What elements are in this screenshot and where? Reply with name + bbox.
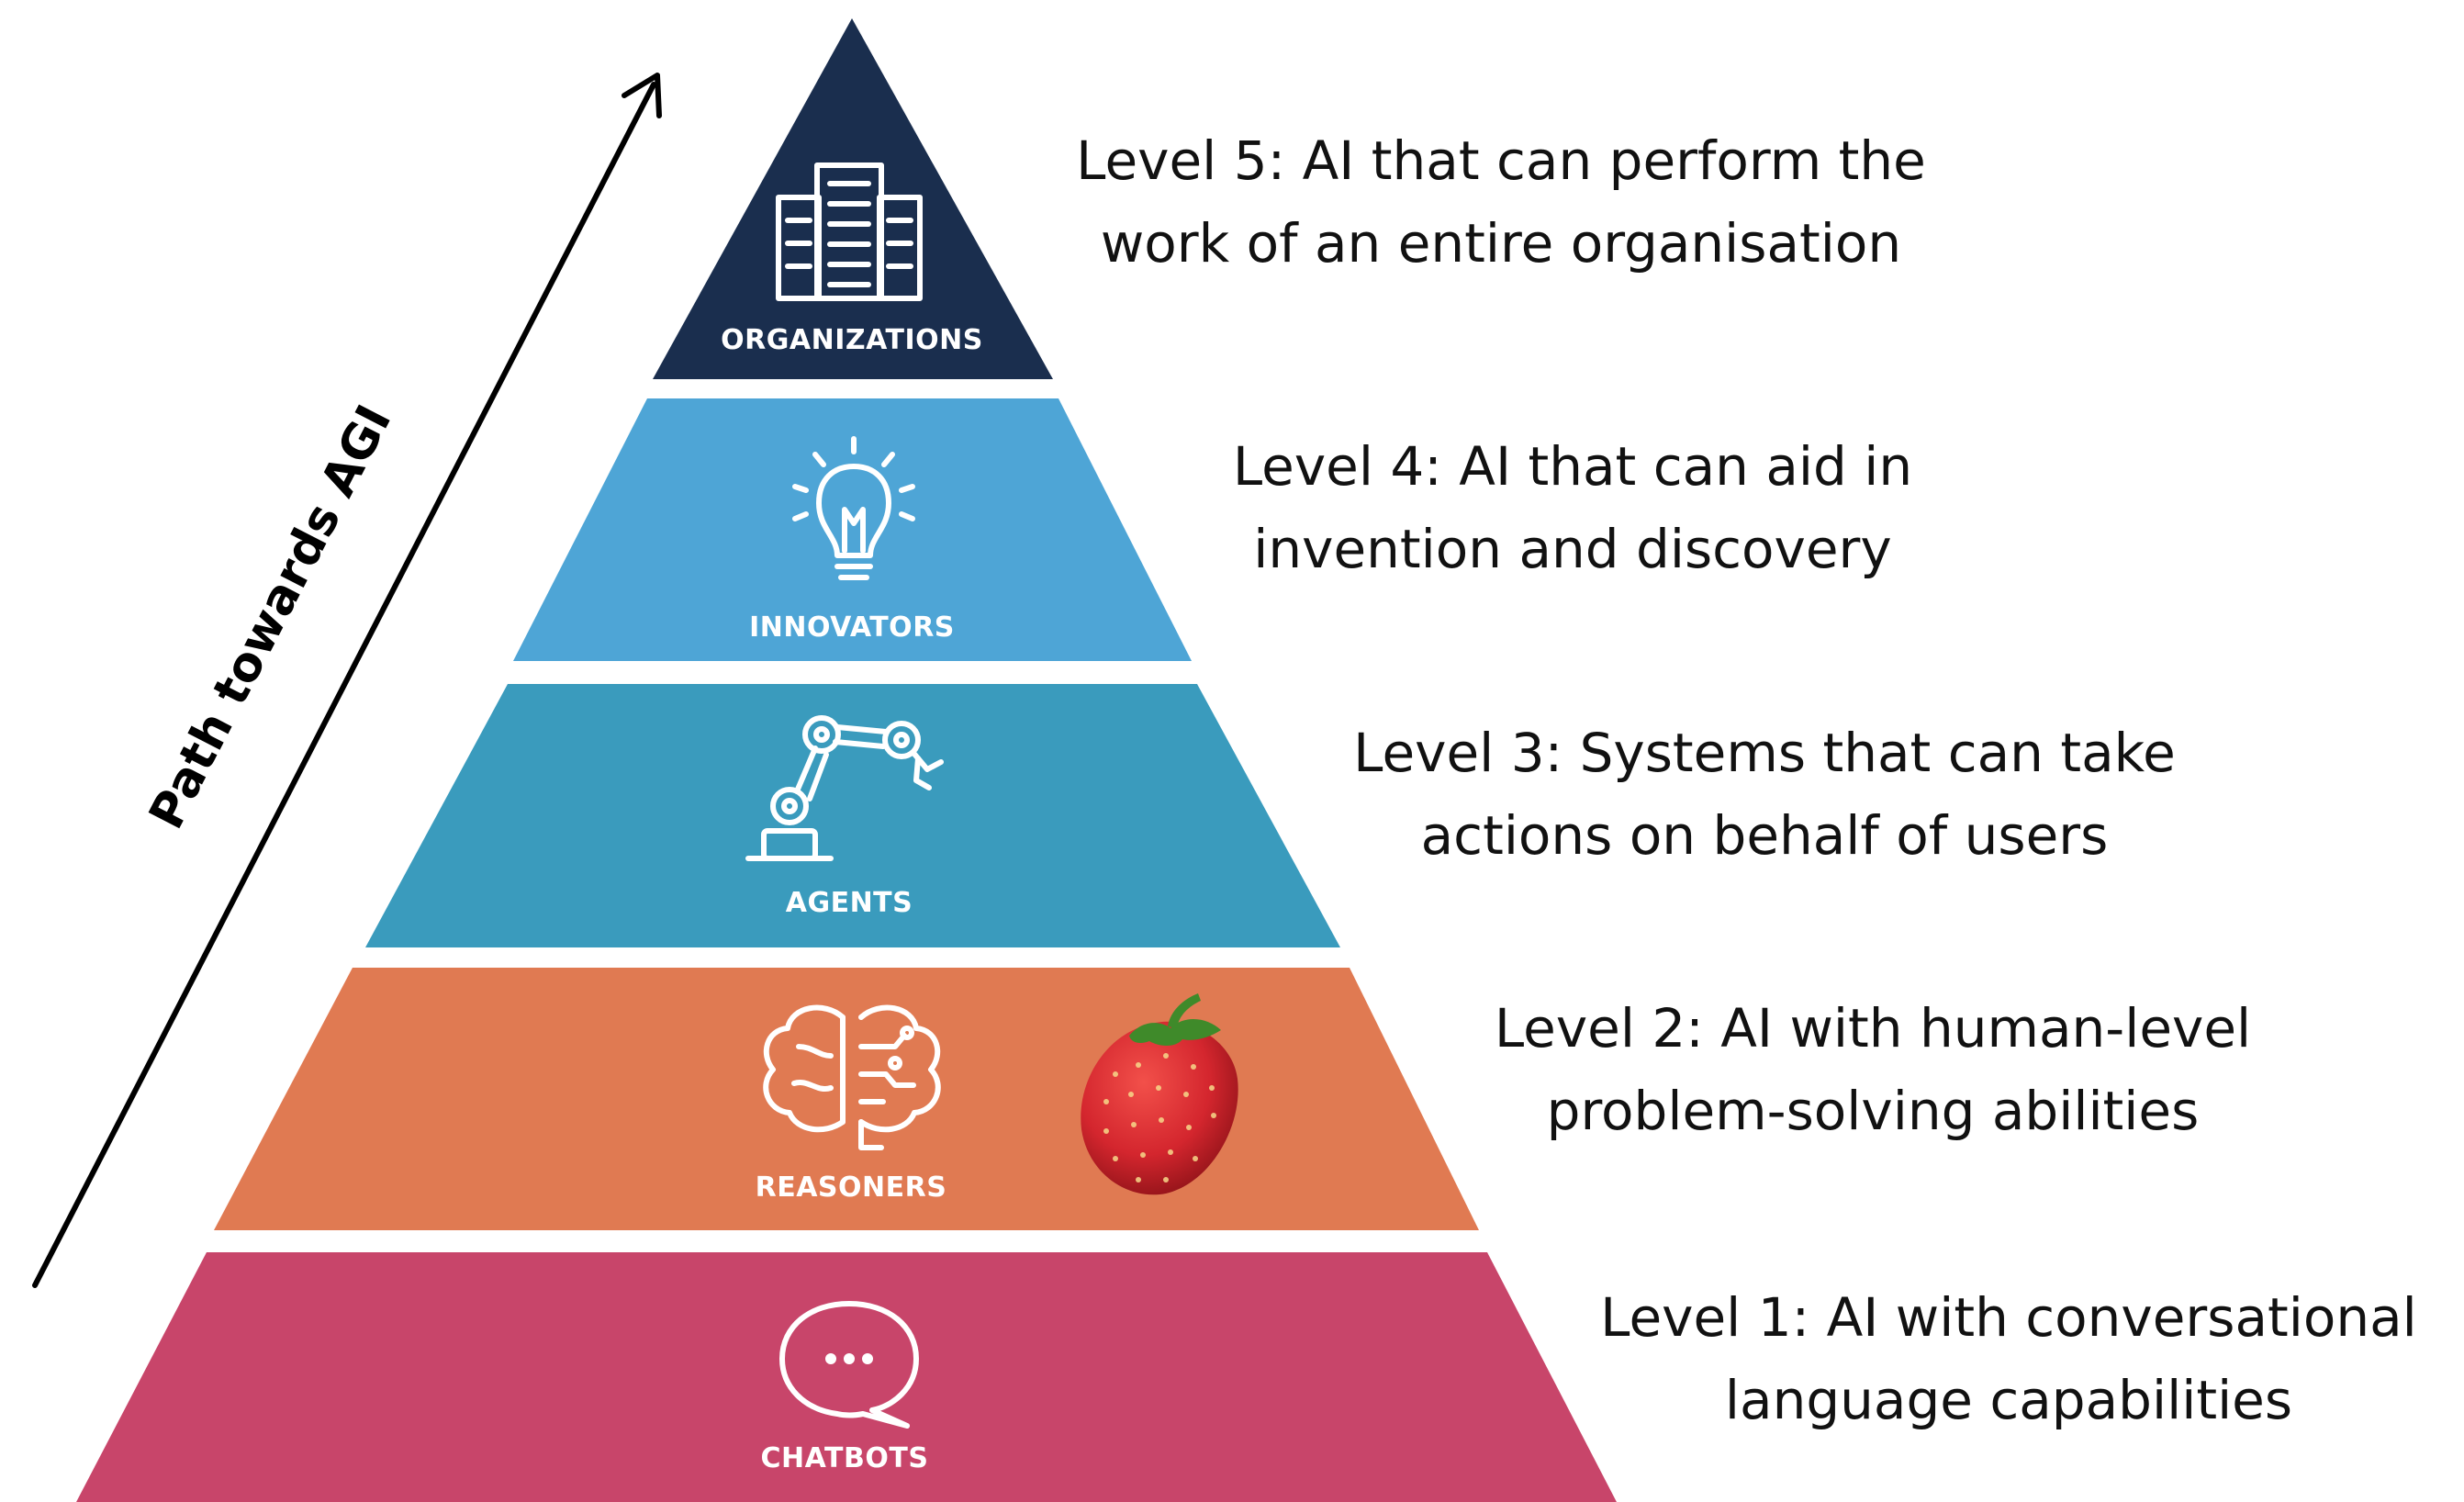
tier-innovators-shape (513, 398, 1192, 661)
chat-dots (825, 1353, 873, 1364)
level-2-description-line1: Level 2: AI with human-level (1495, 997, 2251, 1059)
tier-label-organizations: ORGANIZATIONS (721, 324, 983, 356)
lightbulb-icon (792, 436, 915, 580)
level-5-description-line2: work of an entire organisation (1101, 212, 1901, 275)
strawberry-icon (1081, 993, 1238, 1195)
tier-organizations-shape (653, 18, 1053, 379)
buildings-icon (776, 163, 923, 301)
tier-chatbots-shape (76, 1252, 1617, 1502)
level-1-description-line1: Level 1: AI with conversational (1600, 1286, 2417, 1349)
brain-icon (763, 1004, 941, 1150)
level-1-description-line2: language capabilities (1725, 1369, 2292, 1431)
tier-label-innovators: INNOVATORS (749, 611, 955, 644)
tier-agents: AGENTS (365, 684, 1340, 947)
chat-bubble-icon (779, 1301, 919, 1429)
level-4-description-line2: invention and discovery (1253, 518, 1891, 580)
tier-label-agents: AGENTS (786, 887, 913, 919)
tier-chatbots: CHATBOTS (76, 1252, 1617, 1502)
level-descriptions: Level 5: AI that can perform the work of… (1076, 129, 2417, 1431)
tier-organizations: ORGANIZATIONS (653, 18, 1053, 379)
path-towards-agi-label: Path towards AGI (139, 397, 402, 837)
level-3-description-line1: Level 3: Systems that can take (1353, 722, 2176, 784)
level-4-description-line1: Level 4: AI that can aid in (1233, 435, 1912, 498)
tier-agents-shape (365, 684, 1340, 947)
level-5-description-line1: Level 5: AI that can perform the (1076, 129, 1926, 192)
arrow-head-icon (622, 73, 662, 118)
tier-reasoners: REASONERS (214, 968, 1479, 1230)
tier-innovators: INNOVATORS (513, 398, 1192, 661)
level-3-description-line2: actions on behalf of users (1421, 804, 2109, 867)
tier-label-reasoners: REASONERS (756, 1171, 947, 1204)
tier-label-chatbots: CHATBOTS (761, 1442, 929, 1474)
arrow-line (32, 82, 656, 1288)
robot-arm-icon (745, 715, 944, 861)
level-2-description-line2: problem-solving abilities (1547, 1080, 2200, 1142)
